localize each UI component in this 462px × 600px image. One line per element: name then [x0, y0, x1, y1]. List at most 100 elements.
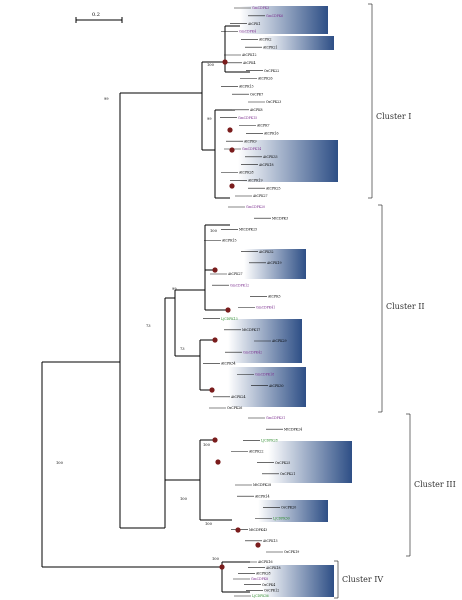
leaf-label: AtCPK14 — [254, 494, 270, 498]
leaf-label: AtCPK33 — [262, 155, 278, 159]
node-marker — [227, 127, 233, 133]
node-markers — [209, 59, 261, 570]
leaf-label: LjCDPK30 — [273, 517, 290, 521]
leaf-label: AtCPK15 — [221, 239, 237, 243]
leaf-labels: GmCDPK3GmCDPK6AtCPK1GmCDPK4AtCPK2AtCPK21… — [220, 6, 302, 598]
leaf-label: MtCDPK24 — [284, 427, 302, 431]
bootstrap-value: 99 — [172, 287, 177, 291]
leaf-label: AtCPK18 — [265, 566, 281, 570]
leaf-label: AtCPK9 — [243, 139, 257, 143]
leaf-label: OsCPK20 — [281, 506, 296, 510]
tree-backbone — [41, 25, 250, 593]
leaf-label: OsCPK19 — [284, 550, 299, 554]
leaf-label: OsCPK21 — [280, 472, 295, 476]
bootstrap-value: 73 — [180, 347, 185, 351]
leaf-label: AtCPK19 — [266, 261, 282, 265]
bootstrap-values: 99 73 100 100 99 100 99 100 73 100 100 1… — [56, 63, 220, 561]
leaf-label: GmCDPK8 — [251, 577, 268, 581]
node-marker — [212, 267, 218, 273]
bootstrap-value: 100 — [203, 443, 211, 447]
cluster-label-2: Cluster II — [386, 302, 425, 311]
leaf-label: MtCDPK17 — [242, 328, 260, 332]
leaf-label: GmCDPK31 — [266, 416, 285, 420]
leaf-label: AtCPK21 — [262, 45, 278, 49]
node-marker — [229, 183, 235, 189]
bootstrap-value: 100 — [205, 522, 213, 526]
leaf-label: GmCDPK12 — [230, 283, 249, 287]
bootstrap-value: 100 — [56, 461, 64, 465]
leaf-label: AtCPK4 — [242, 61, 256, 65]
leaf-label: AtCPK30 — [268, 384, 284, 388]
cluster-brackets: Cluster I Cluster II Cluster III Cluster… — [334, 3, 456, 599]
leaf-label: OsCPK25 — [275, 461, 290, 465]
leaf-label: MtCDPK3 — [272, 216, 288, 220]
leaf-label: AtCPK7 — [256, 124, 270, 128]
leaf-label: AtCPK16 — [257, 560, 273, 564]
leaf-label: AtCPK26 — [257, 77, 273, 81]
cluster-label-1: Cluster I — [376, 112, 411, 121]
leaf-label: MtCDPK28 — [253, 483, 271, 487]
leaf-label: AtCPK32 — [258, 250, 274, 254]
leaf-label: AtCPK28 — [238, 171, 254, 175]
leaf-label: GmCDPK20 — [246, 205, 265, 209]
leaf-label: AtCPK19 — [247, 179, 263, 183]
leaf-label: GmCDPK6 — [266, 14, 283, 18]
leaf-label: AtCPK18 — [258, 163, 274, 167]
bootstrap-value: 99 — [104, 97, 109, 101]
bootstrap-value: 100 — [180, 497, 188, 501]
node-marker — [219, 564, 225, 570]
leaf-label: AtCPK27 — [227, 272, 243, 276]
leaf-label: AtCPK28 — [255, 572, 271, 576]
leaf-label: MtCDPK25 — [239, 228, 257, 232]
leaf-label: AtCPK25 — [265, 186, 281, 190]
leaf-branches — [203, 7, 283, 597]
leaf-label: GmCDPK3 — [252, 6, 269, 10]
bootstrap-value: 100 — [207, 63, 215, 67]
node-marker — [209, 387, 215, 393]
bootstrap-value: 73 — [146, 324, 151, 328]
leaf-label: LjCDPK13 — [221, 317, 238, 321]
leaf-label: AtCPK13 — [262, 539, 278, 543]
bootstrap-value: 100 — [210, 229, 218, 233]
bootstrap-value: 99 — [207, 117, 212, 121]
leaf-label: AtCPK29 — [271, 339, 287, 343]
leaf-label: OsCPK26 — [227, 406, 242, 410]
leaf-label: GmCDPK14 — [242, 147, 261, 151]
node-marker — [212, 337, 218, 343]
node-marker — [229, 147, 235, 153]
leaf-label: OsCPK23 — [266, 100, 281, 104]
leaf-label: AtCPK16 — [263, 132, 279, 136]
leaf-label: AtCPK8 — [249, 108, 263, 112]
highlight-boxes — [228, 6, 352, 597]
scale-bar-label: 0.2 — [92, 12, 100, 18]
leaf-label: AtCPK24 — [230, 395, 246, 399]
leaf-label: GmCDPK41 — [256, 306, 275, 310]
leaf-label: AtCPK27 — [252, 194, 268, 198]
node-marker — [235, 527, 241, 533]
leaf-label: OsCPK12 — [264, 589, 279, 593]
leaf-label: OsCPK7 — [250, 92, 263, 96]
leaf-label: LjCDPK28 — [261, 439, 278, 443]
leaf-label: GmCDPK18 — [255, 373, 274, 377]
leaf-label: AtCPK12 — [241, 53, 257, 57]
leaf-label: AtCPK13 — [238, 85, 254, 89]
node-marker — [255, 542, 261, 548]
leaf-label: LjCDPK36 — [252, 594, 269, 598]
leaf-label: GmCDPK42 — [243, 350, 262, 354]
leaf-label: GmCDPK15 — [238, 116, 257, 120]
leaf-label: GmCDPK4 — [239, 30, 256, 34]
leaf-label: AtCPK3 — [267, 295, 281, 299]
leaf-label: OsCPK22 — [264, 69, 279, 73]
bootstrap-value: 100 — [212, 557, 220, 561]
leaf-label: AtCPK2 — [258, 38, 272, 42]
scale-bar: 0.2 — [75, 12, 123, 23]
leaf-label: OsCPK4 — [262, 583, 275, 587]
leaf-label: AtCPK34 — [220, 362, 236, 366]
cluster-label-4: Cluster IV — [342, 575, 383, 584]
leaf-label: MtCDPK43 — [249, 528, 267, 532]
node-marker — [215, 459, 221, 465]
node-marker — [225, 307, 231, 313]
node-marker — [212, 437, 218, 443]
leaf-label: AtCPK22 — [248, 450, 264, 454]
